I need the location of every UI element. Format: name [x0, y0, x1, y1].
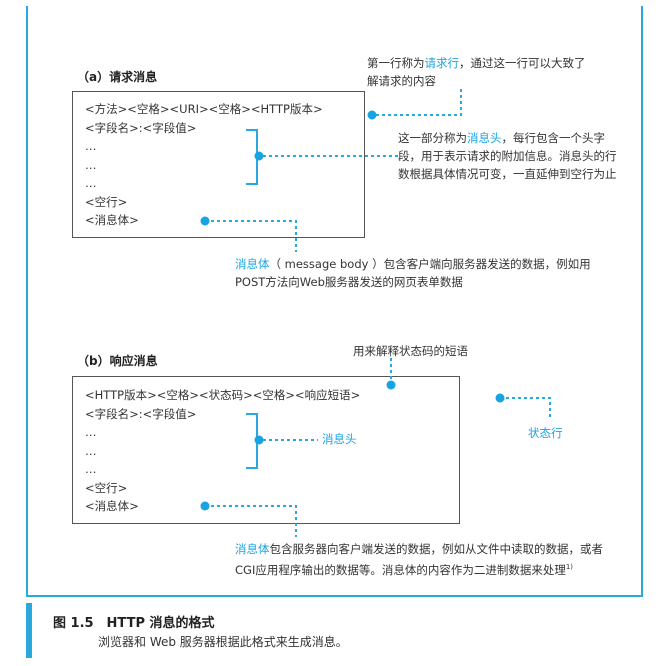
connector-dot: [495, 393, 505, 403]
request-line-term: 请求行: [424, 56, 460, 70]
figure-caption-title: 图 1.5 HTTP 消息的格式: [53, 616, 215, 631]
connector-dot: [254, 435, 264, 445]
blank-line: <空行>: [85, 194, 128, 209]
ellipsis-line: …: [85, 443, 97, 458]
ellipsis-line: …: [85, 157, 97, 172]
figure-caption-subtitle: 浏览器和 Web 服务器根据此格式来生成消息。: [98, 635, 348, 649]
ellipsis-line: …: [85, 462, 97, 476]
footnote-marker: 1): [565, 563, 574, 571]
connector-dot: [254, 151, 264, 161]
ellipsis-line: …: [85, 425, 97, 439]
request-body-note: 消息体（ message body ）包含客户端向服务器发送的数据，例如用POS…: [235, 257, 591, 289]
header-field-line: <字段名>:<字段值>: [85, 406, 197, 421]
body-term: 消息体: [235, 542, 270, 556]
status-line-label: 状态行: [528, 426, 563, 440]
response-header-label: 消息头: [322, 432, 357, 446]
body-term: 消息体: [235, 257, 270, 271]
body-line: <消息体>: [85, 499, 139, 513]
ellipsis-line: …: [85, 139, 97, 153]
response-body-note: 消息体包含服务器向客户端发送的数据，例如从文件中读取的数据，或者CGI应用程序输…: [235, 542, 603, 577]
connector-dot: [386, 380, 396, 390]
figure-frame: [26, 6, 643, 597]
request-line-note: 第一行称为请求行，通过这一行可以大致了解请求的内容: [367, 56, 586, 88]
header-note: 这一部分称为消息头，每行包含一个头字段，用于表示请求的附加信息。消息头的行数根据…: [398, 131, 617, 181]
ellipsis-line: …: [85, 176, 97, 190]
header-field-line: <字段名>:<字段值>: [85, 120, 197, 135]
reason-phrase-note: 用来解释状态码的短语: [353, 344, 468, 358]
caption-accent-bar: [26, 603, 32, 658]
connector-dot: [200, 501, 210, 511]
body-line: <消息体>: [85, 213, 139, 227]
connector-dot: [367, 110, 377, 120]
request-section-title: （a）请求消息: [77, 70, 158, 84]
status-line: <HTTP版本><空格><状态码><空格><响应短语>: [85, 388, 361, 402]
header-term: 消息头: [467, 131, 502, 145]
request-message-box: <方法><空格><URI><空格><HTTP版本> <字段名>:<字段值> … …: [72, 91, 365, 238]
connector-dot: [200, 216, 210, 226]
blank-line: <空行>: [85, 480, 128, 495]
request-line: <方法><空格><URI><空格><HTTP版本>: [85, 102, 323, 116]
response-section-title: （b）响应消息: [77, 354, 158, 368]
response-message-box: <HTTP版本><空格><状态码><空格><响应短语> <字段名>:<字段值> …: [72, 376, 460, 524]
